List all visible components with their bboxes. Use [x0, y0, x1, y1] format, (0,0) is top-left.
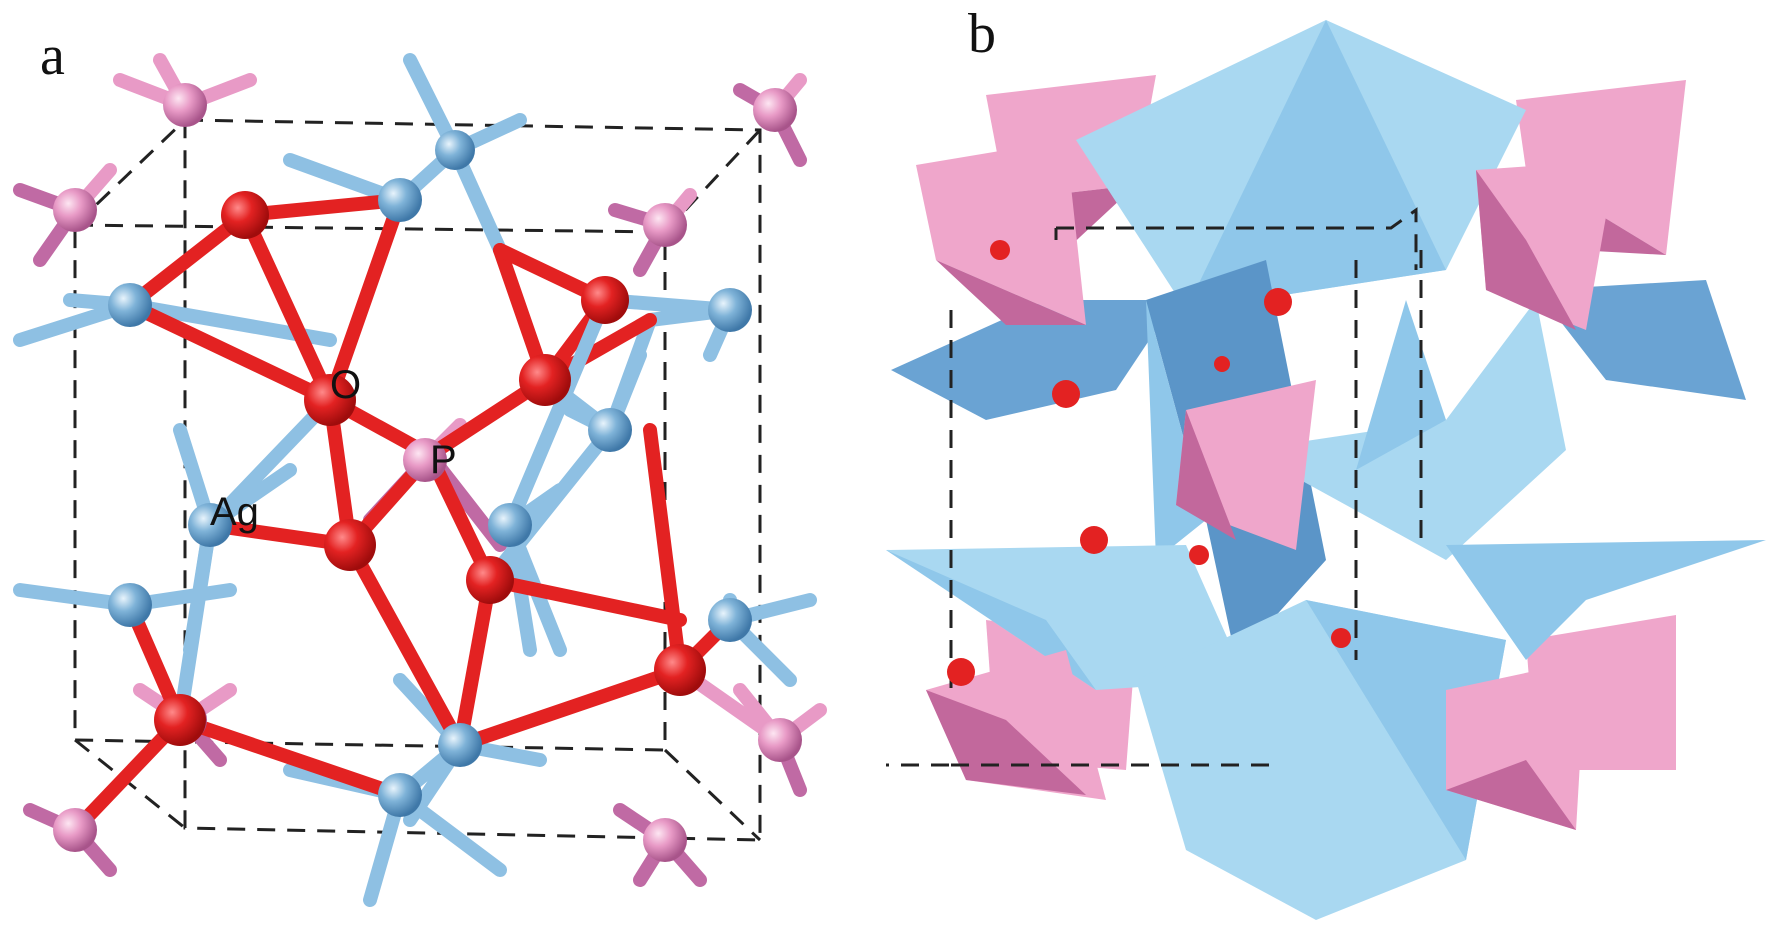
oxygen-corner	[1080, 526, 1108, 554]
unit-cell-dashed-box	[886, 207, 1423, 767]
oxygen-label: O	[330, 363, 362, 407]
phosphorus-atom	[403, 438, 447, 482]
silver-atom	[108, 583, 152, 627]
ball-and-stick-structure	[13, 53, 827, 907]
silver-atom	[188, 503, 232, 547]
silver-label: Ag	[210, 490, 259, 534]
oxygen-atom	[581, 276, 629, 324]
unit-cell-dashed-box	[73, 118, 762, 842]
oxygen-corner	[990, 240, 1010, 260]
phosphorus-atom	[758, 718, 802, 762]
oxygen-atom	[154, 694, 206, 746]
oxygen-atom	[324, 519, 376, 571]
phosphorus-atom	[53, 808, 97, 852]
silver-atoms	[108, 130, 752, 817]
silver-atom	[108, 283, 152, 327]
phosphorus-atoms	[53, 83, 802, 862]
phosphorus-label: P	[430, 438, 457, 482]
oxygen-atom	[466, 556, 514, 604]
oxygen-corner	[1189, 545, 1209, 565]
phosphorus-atom	[643, 203, 687, 247]
panel-b-polyhedra	[886, 0, 1772, 933]
phosphorus-atom	[53, 188, 97, 232]
silver-atom	[588, 408, 632, 452]
oxygen-atom	[221, 191, 269, 239]
silver-atom	[378, 178, 422, 222]
oxygen-corner	[1052, 380, 1080, 408]
oxygen-atom	[654, 644, 706, 696]
phosphorus-atom	[643, 818, 687, 862]
polyhedral-structure	[886, 20, 1766, 920]
oxygen-atoms	[154, 191, 706, 746]
silver-atom	[378, 773, 422, 817]
oxygen-corner	[1264, 288, 1292, 316]
panel-b-letter: b	[968, 3, 996, 65]
oxygen-corner	[947, 658, 975, 686]
panel-a-letter: a	[40, 25, 65, 87]
silver-atom	[438, 723, 482, 767]
silver-atom	[708, 598, 752, 642]
front-pink-tetrahedra	[916, 140, 1616, 830]
panel-a-ball-and-stick: a O P Ag	[13, 25, 827, 907]
silver-atom	[488, 503, 532, 547]
oxygen-corner	[1214, 356, 1230, 372]
oxygen-corners	[947, 240, 1351, 686]
oxygen-corner	[1331, 628, 1351, 648]
silver-atom	[435, 130, 475, 170]
oxygen-atom	[304, 374, 356, 426]
phosphorus-atom	[753, 88, 797, 132]
silver-atom	[708, 288, 752, 332]
oxygen-atom	[519, 354, 571, 406]
phosphorus-atom	[163, 83, 207, 127]
blue-octahedra	[886, 20, 1766, 920]
